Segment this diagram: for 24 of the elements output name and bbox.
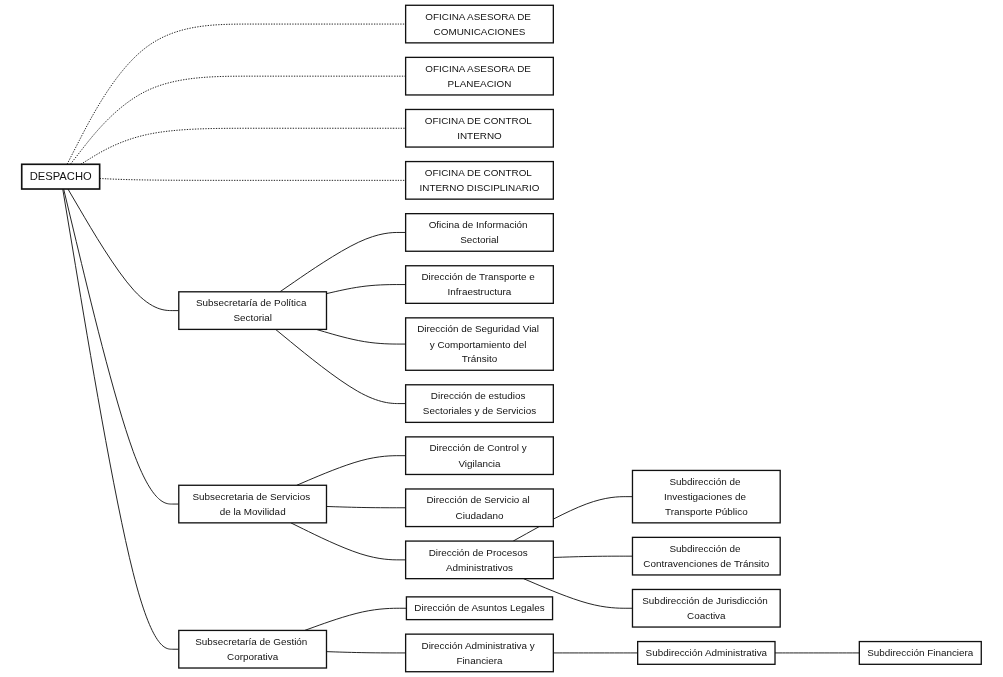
node-box: Dirección de Transporte e Infraestructura (404, 265, 554, 304)
node-box: OFICINA ASESORA DE COMUNICACIONES (404, 4, 554, 44)
node-box: DESPACHO (20, 163, 101, 190)
node-box: Subsecretaría de Gestión Corporativa (178, 629, 328, 669)
node-box: OFICINA ASESORA DE PLANEACION (404, 56, 554, 96)
node-box: Subsecretaria de Servicios de la Movilidad (178, 484, 328, 524)
node-box: Dirección de Servicio al Ciudadano (404, 488, 554, 528)
node-box: Subdirección de Jurisdicción Coactiva (631, 588, 781, 628)
node-box: Oficina de Información Sectorial (404, 213, 554, 252)
node-box: Dirección de Seguridad Vial y Comportamiento del Tránsito (404, 317, 554, 371)
connector (523, 578, 633, 609)
node-box: OFICINA DE CONTROL INTERNO DISCIPLINARIO (404, 160, 554, 200)
node-box: Subdirección Administrativa (637, 640, 776, 665)
node-box: Subdirección Financiera (858, 640, 982, 665)
node-box: Subdirección de Contravenciones de Tránsito (631, 536, 781, 576)
node-box: Subsecretaría de Política Sectorial (178, 291, 328, 331)
node-box: OFICINA DE CONTROL INTERNO (404, 108, 554, 148)
node-box: Dirección de Procesos Administrativos (404, 540, 554, 580)
node-box: Dirección de Asuntos Legales (405, 596, 554, 621)
node-box: Dirección Administrativa y Financiera (404, 633, 554, 673)
connector (304, 607, 407, 631)
node-box: Dirección de estudios Sectoriales y de Servicios (404, 384, 554, 424)
node-box: Subdirección de Investigaciones de Transporte Público (631, 469, 781, 524)
node-box: Dirección de Control y Vigilancia (404, 436, 554, 476)
